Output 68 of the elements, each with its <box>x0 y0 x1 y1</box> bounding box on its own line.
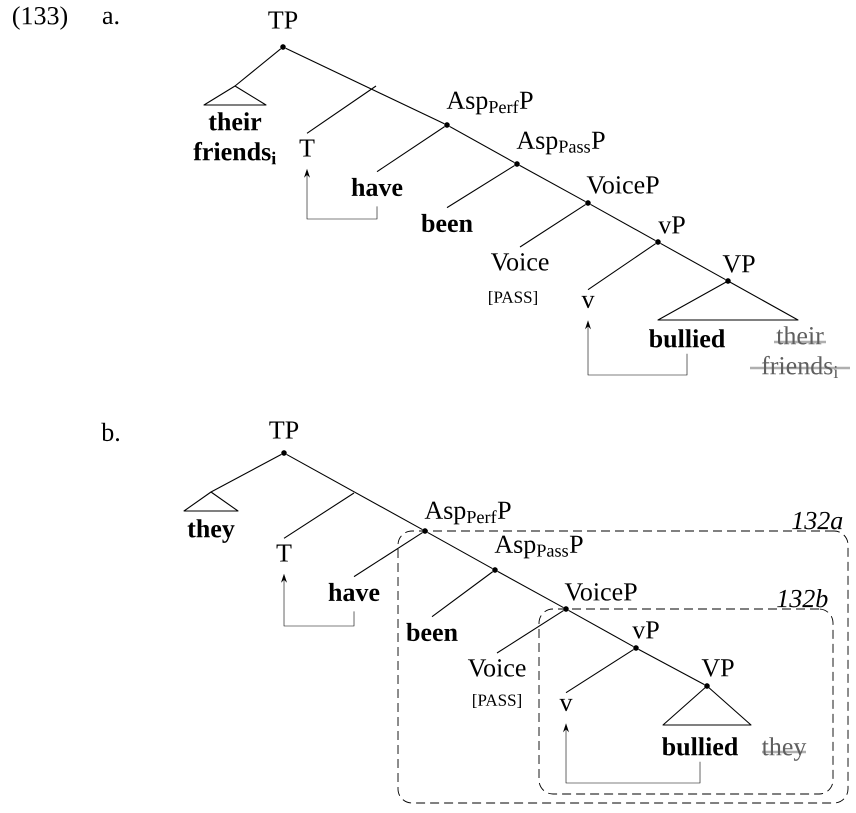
tree-branch <box>496 610 564 654</box>
node-label: Asp$_{Perf}$P <box>424 502 511 524</box>
tree-branch <box>354 532 423 578</box>
feature-label: [PASS] <box>489 290 537 306</box>
phrase-node: TP <box>268 11 298 50</box>
terminal-label: been <box>406 622 458 642</box>
region-label: 132a <box>792 512 842 530</box>
tree-branch <box>568 610 634 648</box>
node-label: VP <box>702 659 734 677</box>
feature-label: [PASS] <box>473 694 521 708</box>
phrase-node: Asp$_{Perf}$P <box>422 502 511 534</box>
phrase-node: vP <box>632 621 659 651</box>
sub-example-label: a. <box>102 12 118 24</box>
terminal-label: have <box>328 582 380 602</box>
struck-text: they <box>762 737 806 761</box>
terminal-label: v <box>582 296 594 308</box>
phrase-node: Asp$_{Perf}$P <box>444 92 533 128</box>
node-label: Asp$_{Pass}$P <box>494 536 583 558</box>
tree-branch <box>588 243 656 290</box>
tree-branch <box>449 126 515 164</box>
tree-branch <box>306 86 376 134</box>
terminal-label: T <box>276 544 292 562</box>
node-label: their friends$_{i}$ <box>193 112 276 164</box>
tree-branch <box>432 571 493 618</box>
tree-branch <box>446 165 515 208</box>
terminal-label: v <box>560 698 572 712</box>
tree-branch <box>234 48 282 86</box>
node-label: VoiceP <box>586 176 659 194</box>
terminal-label: Voice <box>468 659 526 677</box>
tree-branch <box>284 492 354 539</box>
tree-branch <box>660 242 726 280</box>
node-label: VP <box>722 255 755 273</box>
sub-example-label: b. <box>101 422 120 442</box>
tree-branch <box>566 649 634 694</box>
phrase-node: VP <box>722 255 755 284</box>
node-label: Asp$_{Pass}$P <box>516 132 605 154</box>
tree-branch <box>520 204 586 248</box>
tree-branch <box>285 48 445 124</box>
node-label: vP <box>658 216 685 234</box>
triangle-subtree: their friends$_{i}$ <box>193 85 276 164</box>
tree-branch <box>590 204 656 242</box>
terminal-label: Voice <box>490 253 548 271</box>
node-label: they <box>188 519 235 543</box>
phrase-node: vP <box>655 216 685 245</box>
tree-branch <box>497 570 564 608</box>
example-number: (133) <box>13 6 68 30</box>
node-label: TP <box>269 421 298 439</box>
terminal-label: T <box>300 139 315 156</box>
phrase-node: VoiceP <box>563 583 637 612</box>
node-label: VoiceP <box>564 583 637 601</box>
phrase-node: VoiceP <box>585 176 659 206</box>
terminal-label: have <box>352 178 402 196</box>
tree-branch <box>427 532 493 570</box>
phrase-node: TP <box>269 421 298 456</box>
triangle-subtree: they <box>183 491 239 543</box>
phrase-node: Asp$_{Pass}$P <box>514 132 605 167</box>
region-label: 132b <box>777 589 828 608</box>
tree-branch <box>638 648 705 686</box>
node-label: TP <box>268 11 298 29</box>
node-label: Asp$_{Perf}$P <box>446 92 533 114</box>
tree-branch <box>210 454 282 492</box>
node-label: vP <box>632 621 659 639</box>
terminal-label: been <box>421 214 473 232</box>
struck-text: their friends$_{i}$ <box>750 326 850 378</box>
tree-branch <box>286 454 423 530</box>
phrase-node: Asp$_{Pass}$P <box>492 536 583 573</box>
tree-branch <box>376 126 445 172</box>
tree-branch <box>519 164 586 202</box>
